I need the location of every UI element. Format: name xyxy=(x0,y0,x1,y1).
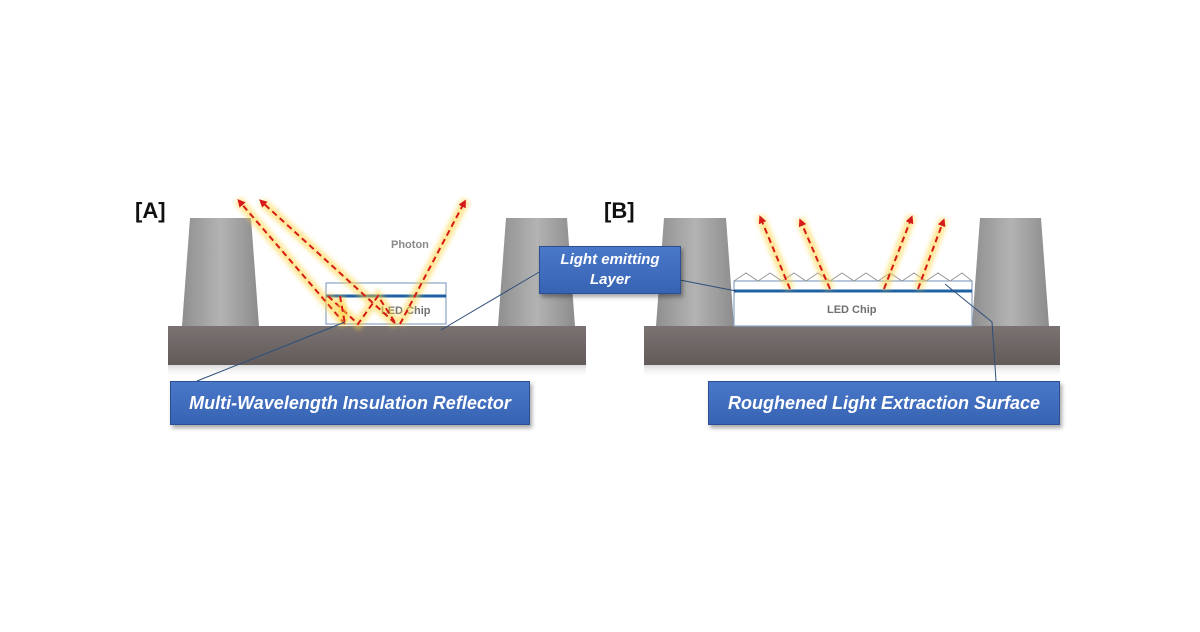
substrate-a-shadow xyxy=(168,364,586,378)
led-chip-b-label: LED Chip xyxy=(827,304,877,316)
reflector-wall-a-left xyxy=(182,218,259,326)
panel-b: LED Chip xyxy=(644,216,1060,381)
panel-b-label: [B] xyxy=(604,198,635,224)
substrate-b-shadow xyxy=(644,364,1060,378)
callout-insulation-reflector-text: Multi-Wavelength Insulation Reflector xyxy=(189,393,511,414)
substrate-b xyxy=(644,326,1060,365)
photon-label: Photon xyxy=(391,239,429,251)
callout-roughened-surface-text: Roughened Light Extraction Surface xyxy=(728,393,1040,414)
callout-light-emitting-line2: Layer xyxy=(590,270,630,290)
callout-insulation-reflector: Multi-Wavelength Insulation Reflector xyxy=(170,381,530,425)
panel-a: LED Chip Photon xyxy=(168,200,586,381)
photon-rays-b xyxy=(760,216,944,289)
reflector-wall-b-right xyxy=(972,218,1049,326)
substrate-a xyxy=(168,326,586,365)
roughened-surface xyxy=(734,273,972,281)
ray-b4 xyxy=(918,222,943,289)
callout-light-emitting-layer: Light emitting Layer xyxy=(539,246,681,294)
callout-light-emitting-line1: Light emitting xyxy=(560,250,659,270)
panel-a-label: [A] xyxy=(135,198,166,224)
callout-roughened-surface: Roughened Light Extraction Surface xyxy=(708,381,1060,425)
